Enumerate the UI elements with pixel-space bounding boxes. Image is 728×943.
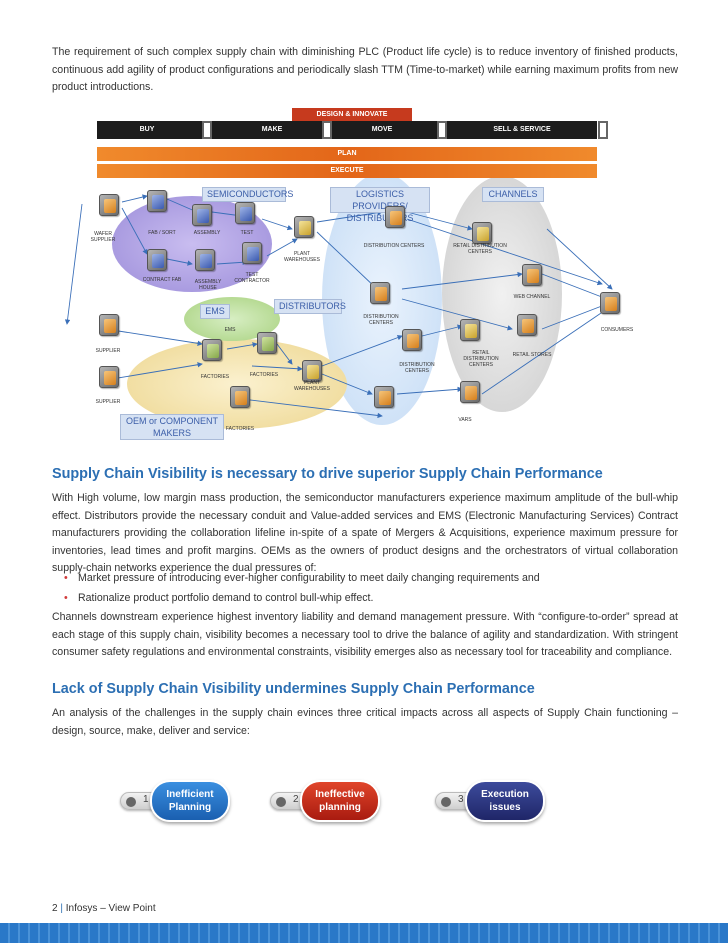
web-channel-icon [522, 264, 542, 286]
supplier-icon [99, 314, 119, 336]
retail-dc-label: RETAIL DISTRIBUTION CENTERS [453, 243, 507, 255]
assembly-label: ASSEMBLY [193, 230, 221, 236]
plant-warehouse-icon [302, 360, 322, 382]
stage-divider [598, 121, 608, 139]
page-number: 2 [52, 903, 58, 914]
factory-icon [257, 332, 277, 354]
contract-fab-label: CONTRACT FAB [142, 277, 182, 283]
consumers-label: CONSUMERS [600, 327, 634, 333]
footer-separator: | [60, 903, 63, 914]
paragraph-channels: Channels downstream experience highest i… [52, 611, 678, 658]
factories-label: FACTORIES [225, 426, 255, 432]
list-item-text: Market pressure of introducing ever-high… [78, 572, 540, 584]
footer-band [0, 923, 728, 943]
wafer-supplier-icon [99, 194, 119, 216]
assembly-icon [192, 204, 212, 226]
heading-visibility-necessary: Supply Chain Visibility is necessary to … [52, 466, 603, 482]
retail-dc-icon [472, 222, 492, 244]
test-contractor-icon [242, 242, 262, 264]
test-contractor-label: TEST CONTRACTOR [234, 272, 270, 284]
supplier-label: SUPPLIER [95, 399, 121, 405]
pill-knob-icon [441, 797, 451, 807]
impact-number: 1 [143, 794, 149, 805]
impact-1: 1 Inefficient Planning [120, 780, 240, 822]
stage-divider [322, 121, 332, 139]
retail-dc-icon [460, 319, 480, 341]
wafer-supplier-label: WAFER SUPPLIER [90, 231, 116, 243]
impact-2: 2 Ineffective planning [270, 780, 390, 822]
stage-make: MAKE [261, 126, 283, 133]
stage-divider [202, 121, 212, 139]
impact-badge: Execution issues [465, 780, 545, 822]
impact-3: 3 Execution issues [435, 780, 555, 822]
execute-band: EXECUTE [97, 164, 597, 178]
retail-stores-icon [517, 314, 537, 336]
impact-badge: Ineffective planning [300, 780, 380, 822]
distribution-center-icon [385, 206, 405, 228]
test-icon [235, 202, 255, 224]
impact-number: 2 [293, 794, 299, 805]
supply-chain-diagram: DESIGN & INNOVATE BUY MAKE MOVE SELL & S… [52, 104, 678, 444]
consumers-icon [600, 292, 620, 314]
vars-icon [460, 381, 480, 403]
web-channel-label: WEB CHANNEL [513, 294, 551, 300]
distribution-center-icon [370, 282, 390, 304]
stage-sell-service: SELL & SERVICE [493, 126, 551, 133]
test-label: TEST [240, 230, 254, 236]
ems-label: EMS [200, 304, 230, 319]
paragraph-analysis: An analysis of the challenges in the sup… [52, 707, 678, 737]
contract-fab-icon [147, 249, 167, 271]
impact-number: 3 [458, 794, 464, 805]
distributors-label: DISTRIBUTORS [274, 299, 346, 314]
ems-small-label: EMS [224, 327, 236, 333]
logistics-label: LOGISTICS PROVIDERS/ DISTRIBUTORS [330, 187, 430, 223]
stage-buy: BUY [139, 126, 155, 133]
list-item: • Rationalize product portfolio demand to… [64, 589, 540, 607]
distribution-centers-label: DISTRIBUTION CENTERS [363, 314, 399, 326]
paragraph-semiconductor: With High volume, low margin mass produc… [52, 492, 678, 574]
channels-label: CHANNELS [482, 187, 544, 202]
factories-label: FACTORIES [249, 372, 279, 378]
bullet-icon: • [64, 572, 68, 584]
pill-knob-icon [276, 797, 286, 807]
design-innovate-band: DESIGN & INNOVATE [292, 108, 412, 122]
fab-sort-icon [147, 190, 167, 212]
diagram-background [64, 173, 613, 429]
assembly-house-label: ASSEMBLY HOUSE [194, 279, 222, 291]
intro-paragraph: The requirement of such complex supply c… [52, 46, 678, 93]
distribution-centers-label: DISTRIBUTION CENTERS [363, 243, 425, 249]
bullet-icon: • [64, 592, 68, 604]
factories-label: FACTORIES [200, 374, 230, 380]
stage-divider [437, 121, 447, 139]
supplier-icon [99, 366, 119, 388]
list-item: • Market pressure of introducing ever-hig… [64, 569, 540, 587]
oem-label: OEM or COMPONENT MAKERS [120, 414, 224, 440]
factory-icon [202, 339, 222, 361]
retail-dc-label: RETAIL DISTRIBUTION CENTERS [463, 350, 499, 368]
vars-label: VARS [458, 417, 472, 423]
list-item-text: Rationalize product portfolio demand to … [78, 592, 374, 604]
pressure-list: • Market pressure of introducing ever-hig… [64, 569, 540, 609]
factory-icon [230, 386, 250, 408]
supplier-label: SUPPLIER [95, 348, 121, 354]
impact-badge: Inefficient Planning [150, 780, 230, 822]
fab-sort-label: FAB / SORT [148, 230, 176, 236]
distribution-center-icon [374, 386, 394, 408]
pill-knob-icon [126, 797, 136, 807]
stage-move: MOVE [371, 126, 393, 133]
plant-warehouse-icon [294, 216, 314, 238]
assembly-house-icon [195, 249, 215, 271]
distribution-centers-label: DISTRIBUTION CENTERS [399, 362, 435, 374]
process-bar [97, 121, 597, 139]
page-footer: 2 | Infosys – View Point [52, 903, 156, 914]
retail-stores-label: RETAIL STORES [512, 352, 552, 358]
semiconductors-label: SEMICONDUCTORS [202, 187, 293, 202]
plant-warehouses-label: PLANT WAREHOUSES [284, 251, 320, 263]
distribution-center-icon [402, 329, 422, 351]
heading-lack-visibility: Lack of Supply Chain Visibility undermin… [52, 681, 535, 697]
plan-band: PLAN [97, 147, 597, 161]
footer-text: Infosys – View Point [65, 903, 156, 914]
plant-warehouses-label: PLANT WAREHOUSES [294, 380, 330, 392]
